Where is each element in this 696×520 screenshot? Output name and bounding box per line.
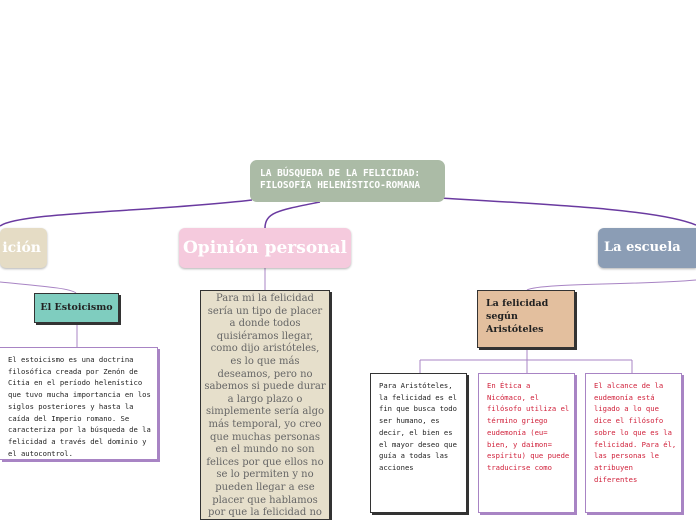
connector-main-opinion <box>264 201 321 229</box>
note-opinion[interactable]: Para mi la felicidad sería un tipo de pl… <box>200 290 330 520</box>
main-topic-line2: FILOSOFÍA HELENÍSTICO-ROMANA <box>260 180 421 191</box>
connectors <box>0 197 696 373</box>
note-aristoteles-1[interactable]: Para Aristóteles, la felicidad es el fin… <box>370 373 467 513</box>
connector-main-escuela <box>439 197 696 226</box>
note-aristoteles-3[interactable]: El alcance de la eudemonía está ligado a… <box>585 373 682 513</box>
note-estoicismo[interactable]: El estoicismo es una doctrina filosófica… <box>0 347 158 460</box>
topic-opinion-personal[interactable]: Opinión personal <box>179 228 351 268</box>
main-topic[interactable]: LA BÚSQUEDA DE LA FELICIDAD: FILOSOFÍA H… <box>250 160 445 202</box>
connector-main-left <box>0 199 253 227</box>
topic-la-escuela[interactable]: La escuela <box>598 228 696 268</box>
topic-definicion[interactable]: ición <box>0 228 47 268</box>
main-topic-line1: LA BÚSQUEDA DE LA FELICIDAD: <box>260 168 421 179</box>
note-aristoteles-2[interactable]: En Ética a Nicómaco, el filósofo utiliza… <box>478 373 575 513</box>
subtopic-aristoteles[interactable]: La felicidad según Aristóteles <box>477 290 575 348</box>
subtopic-estoicismo[interactable]: El Estoicismo <box>34 293 119 323</box>
